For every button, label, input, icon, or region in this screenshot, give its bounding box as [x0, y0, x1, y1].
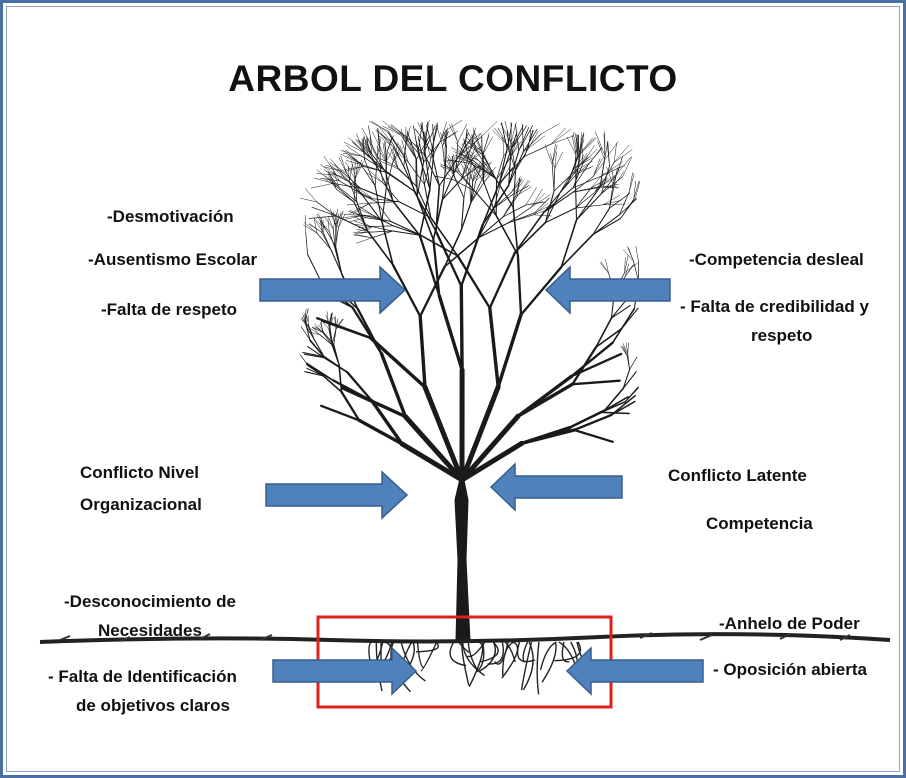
label-falta-identificacion: - Falta de Identificación: [48, 667, 237, 686]
label-conflicto-latente: Conflicto Latente: [668, 466, 807, 485]
label-competencia: Competencia: [706, 514, 813, 533]
label-anhelo-poder: -Anhelo de Poder: [719, 614, 860, 633]
tree: [299, 120, 641, 641]
label-ausentismo: -Ausentismo Escolar: [88, 250, 258, 269]
label-oposicion-abierta: - Oposición abierta: [713, 660, 867, 679]
label-respeto: respeto: [751, 326, 813, 345]
arrow-mid-right: [489, 462, 623, 512]
roots: [362, 641, 597, 695]
arrow-top-right: [544, 265, 671, 315]
label-desconocimiento: -Desconocimiento de: [64, 592, 236, 611]
ground-line: [39, 632, 891, 644]
arrow-bottom-right: [565, 646, 704, 696]
page-title: ARBOL DEL CONFLICTO: [228, 58, 678, 99]
label-organizacional: Organizacional: [80, 495, 202, 514]
label-falta-respeto: -Falta de respeto: [101, 300, 238, 319]
arrow-bottom-left: [272, 646, 418, 696]
arrow-mid-left: [265, 470, 409, 520]
label-objetivos-claros: de objetivos claros: [76, 696, 230, 715]
label-conflicto-nivel: Conflicto Nivel: [80, 463, 200, 482]
label-falta-credibilidad: - Falta de credibilidad y: [680, 297, 869, 316]
label-desmotivacion: -Desmotivación: [107, 207, 234, 226]
label-necesidades: Necesidades: [98, 621, 202, 640]
arrow-top-left: [259, 265, 407, 315]
label-competencia-desleal: -Competencia desleal: [689, 250, 864, 269]
